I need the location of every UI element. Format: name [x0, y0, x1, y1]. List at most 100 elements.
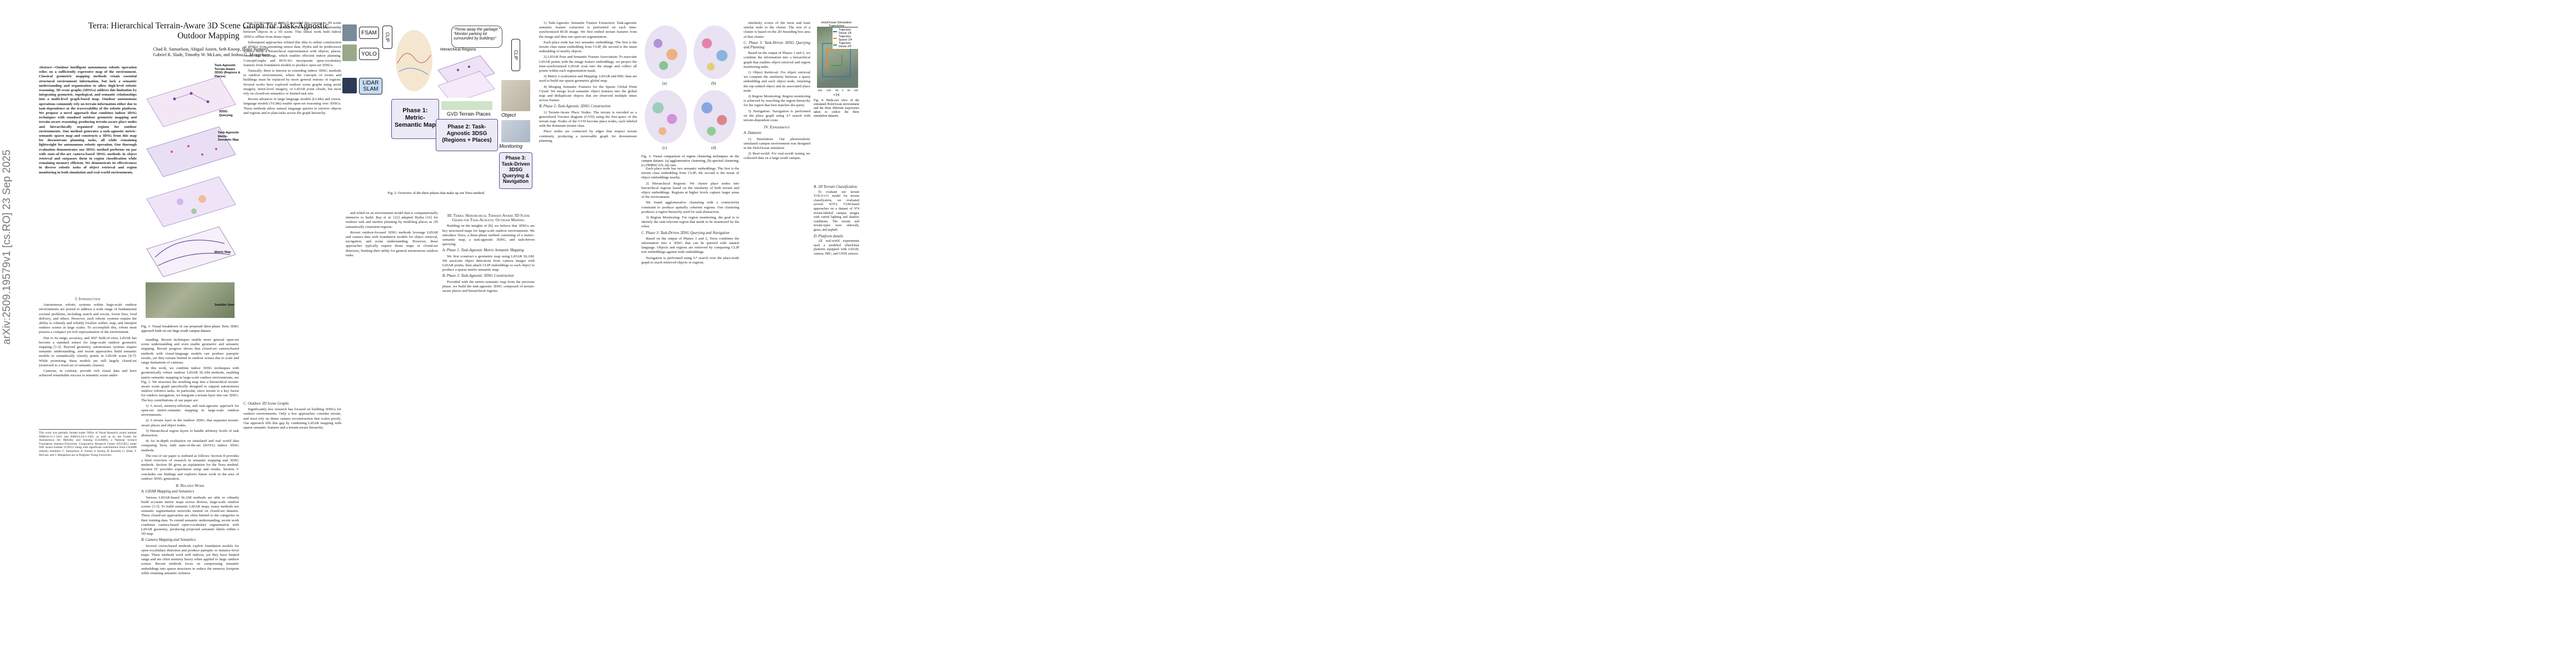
col7-paragraph-6: 2) Real-world: For real-world testing we…	[744, 152, 810, 161]
query-1: "Throw away the garbage."	[454, 28, 500, 32]
col7-paragraph-5: 1) Simulation: Our photorealistic simula…	[744, 137, 810, 151]
fig1-label-metric-map: Metric Map	[215, 251, 231, 254]
col2-paragraph-3: Various LiDAR-based SLAM methods are abl…	[141, 495, 239, 536]
title-line-2: Outdoor Mapping	[177, 31, 240, 41]
author-list: Chad R. Samuelson, Abigail Austin, Seth …	[56, 47, 367, 58]
col5-paragraph-2: 2) LiDAR Pose and Semantic Feature Assoc…	[539, 55, 637, 73]
col4-paragraph-3: We first construct a geometric map using…	[442, 254, 535, 272]
column-8: B. 3D Terrain Classification To evaluate…	[814, 183, 859, 258]
x-tick-5: 50	[847, 89, 850, 92]
paper-page: Terra: Hierarchical Terrain-Aware 3D Sce…	[0, 0, 861, 667]
section-related-work: II. Related Work	[176, 483, 205, 489]
query-2: "Monitor parking lot surrounded by build…	[454, 32, 496, 41]
x-tick-3: -50	[834, 89, 839, 92]
abstract-column: Abstract—Outdoor intelligent autonomous …	[39, 66, 137, 176]
authors-line-1: Chad R. Samuelson, Abigail Austin, Seth …	[153, 47, 270, 52]
col3-paragraph-3: Recent advances in large language models…	[243, 97, 341, 115]
col3-paragraph-1: Subsequent approaches refined this idea …	[243, 40, 341, 67]
column-7: similarity scores of the most and least …	[744, 21, 810, 162]
metric-semantic-map-graphic	[396, 30, 432, 91]
col6-paragraph-0: Each place node has two semantic embeddi…	[641, 167, 739, 180]
col4-paragraph-2: Building on the insights of [8], we beli…	[442, 224, 535, 247]
legend-swatch-2	[833, 38, 837, 39]
subsection-platform: D. Platform details	[814, 234, 844, 238]
x-tick-2: -100	[825, 89, 831, 92]
lidar-slam-box: LiDAR SLAM	[359, 78, 382, 94]
intro-paragraph-3: Cameras, in contrast, provide rich visua…	[39, 369, 137, 378]
fig4-x-label: x [m]	[833, 93, 840, 97]
col4-paragraph-1: Recent outdoor-focused 3DSG methods leve…	[346, 230, 438, 257]
legend-label-2: Trajectory Sparse 1/4	[838, 35, 853, 42]
legend-item-3: Trajectory Dense 2/4	[833, 42, 859, 48]
object-label: Object	[501, 112, 516, 118]
subsection-phase-2b: B. Phase 2: Task-Agnostic 3DSG Construct…	[539, 104, 611, 109]
figure-1-graphic	[146, 76, 236, 277]
section-terra: III. Terra: Hierarchical Terrain-Aware 3…	[447, 213, 530, 223]
fig4-x-ticks: -150 -100 -50 0 50 100	[817, 89, 858, 92]
phase-3-label: Phase 3: Task-Driven 3DSG Querying & Nav…	[501, 155, 530, 184]
figure-3-caption: Fig. 3: Visual comparison of region clus…	[641, 155, 739, 167]
hierarchical-regions-label: Hierarchical Regions	[440, 48, 476, 52]
col2-paragraph-4: Several vision-based methods exploit fou…	[141, 544, 239, 575]
fsam-box: FSAM	[359, 27, 379, 39]
abstract-text: —Outdoor intelligent autonomous robotic …	[39, 66, 137, 175]
column-6: Each place node has two semantic embeddi…	[641, 167, 739, 266]
column-3: ing [11]. Armeni et al. [12] extended th…	[243, 21, 341, 117]
subsection-terrain-classification: B. 3D Terrain Classification	[814, 185, 858, 189]
col6-paragraph-5: Navigation is performed using A* search …	[641, 256, 739, 265]
phase-2-label: Phase 2: Task-Agnostic 3DSG (Regions + P…	[442, 124, 492, 143]
satellite-image	[146, 282, 235, 318]
column-4: and relied on an environment model that …	[346, 211, 438, 259]
col7-paragraph-1: Based on the output of Phases 1 and 2, w…	[744, 51, 810, 69]
authors-line-2: Gabriel R. Slade, Timothy W. McLain, and…	[153, 52, 270, 57]
col5-paragraph-6: Place nodes are connected by edges that …	[539, 130, 637, 143]
column-3-lower: C. Outdoor 3D Scene Graphs Significantly…	[243, 400, 341, 431]
footnote: This work was partially funded under Off…	[39, 431, 137, 457]
figure-1-caption: Fig. 1: Visual breakdown of our proposed…	[141, 325, 239, 333]
figure-4-caption: Fig. 4: Birds-eye view of the simulated …	[814, 99, 859, 118]
col2-paragraph-2: The rest of our paper is outlined as fol…	[141, 454, 239, 481]
legend-item-1: Trajectory Dense 1/4	[833, 28, 859, 35]
fig3-label-c: (c)	[662, 146, 667, 150]
legend-label-3: Trajectory Dense 2/4	[839, 42, 851, 48]
yolo-box: YOLO	[359, 48, 379, 60]
intro-paragraph-2: Due to its range, accuracy, and 360° fie…	[39, 336, 137, 367]
fig4-plot-title: HoloOcean Simulation Trajectories	[821, 21, 852, 28]
contribution-4: 4) An in-depth evaluation on simulated a…	[141, 439, 239, 452]
section-introduction: I. Introduction	[75, 296, 101, 301]
fig3-label-a: (a)	[662, 81, 667, 86]
fig3-label-d: (d)	[711, 146, 716, 150]
phase-1-box: Phase 1: Metric-Semantic Map	[391, 99, 439, 139]
paper-title: Terra: Hierarchical Terrain-Aware 3D Sce…	[39, 21, 378, 41]
col6-paragraph-3: 3) Region Monitoring: For region monitor…	[641, 216, 739, 229]
legend-item-2: Trajectory Sparse 1/4	[833, 35, 859, 42]
monitoring-label: Monitoring	[499, 143, 523, 149]
subsection-phase-3: C. Phase 3: Task-Driven 3DSG Querying an…	[641, 231, 730, 235]
x-tick-1: -150	[817, 89, 823, 92]
fig3-label-b: (b)	[711, 81, 716, 86]
figure-4: HoloOcean Simulation Trajectories Trajec…	[814, 21, 859, 132]
subsection-lidar: A. LiDAR Mapping and Semantics	[141, 490, 195, 494]
figure-3: (a) (b) (c) (d) Fig. 3: Visual compariso…	[641, 21, 739, 188]
section-experiments: IV. Experiments	[764, 125, 790, 130]
introduction-column: I. Introduction Autonomous robotic syste…	[39, 295, 137, 379]
phase-1-label: Phase 1: Metric-Semantic Map	[395, 107, 436, 128]
hierarchical-regions-graphic	[437, 55, 495, 98]
col7-paragraph-2: 1) Object Retrieval: For object retrieva…	[744, 71, 810, 93]
x-tick-4: 0	[842, 89, 844, 92]
col2-paragraph-0: standing. Recent techniques enable more …	[141, 338, 239, 365]
gvd-terrain-places-label: GVD Terrain Places	[447, 111, 491, 117]
col5-paragraph-3: 3) Metric Localization and Mapping: LiDA…	[539, 74, 637, 83]
figure-3-graphic	[645, 26, 736, 143]
figure-2-caption: Fig. 2: Overview of the three phases tha…	[387, 191, 485, 195]
abstract-label: Abstract	[39, 66, 52, 69]
object-map-thumb	[501, 80, 530, 111]
contribution-1: 1) A novel, memory-efficient, and task-a…	[141, 404, 239, 417]
figure-2: FSAM CLIP YOLO LiDAR SLAM Phase 1: Metri…	[340, 22, 532, 206]
subsection-phase-2: B. Phase 2: Task-Agnostic 3DSG Construct…	[442, 274, 514, 278]
col6-paragraph-4: Based on the output of Phases 1 and 2, T…	[641, 236, 739, 255]
fig1-label-metric-semantic-map: Task-Agnostic Metric-Semantic Map	[218, 131, 240, 142]
col5-paragraph-1: Each place node has two semantic embeddi…	[539, 40, 637, 54]
legend-swatch-3	[833, 44, 837, 46]
lidar-scan-thumb	[342, 78, 357, 93]
